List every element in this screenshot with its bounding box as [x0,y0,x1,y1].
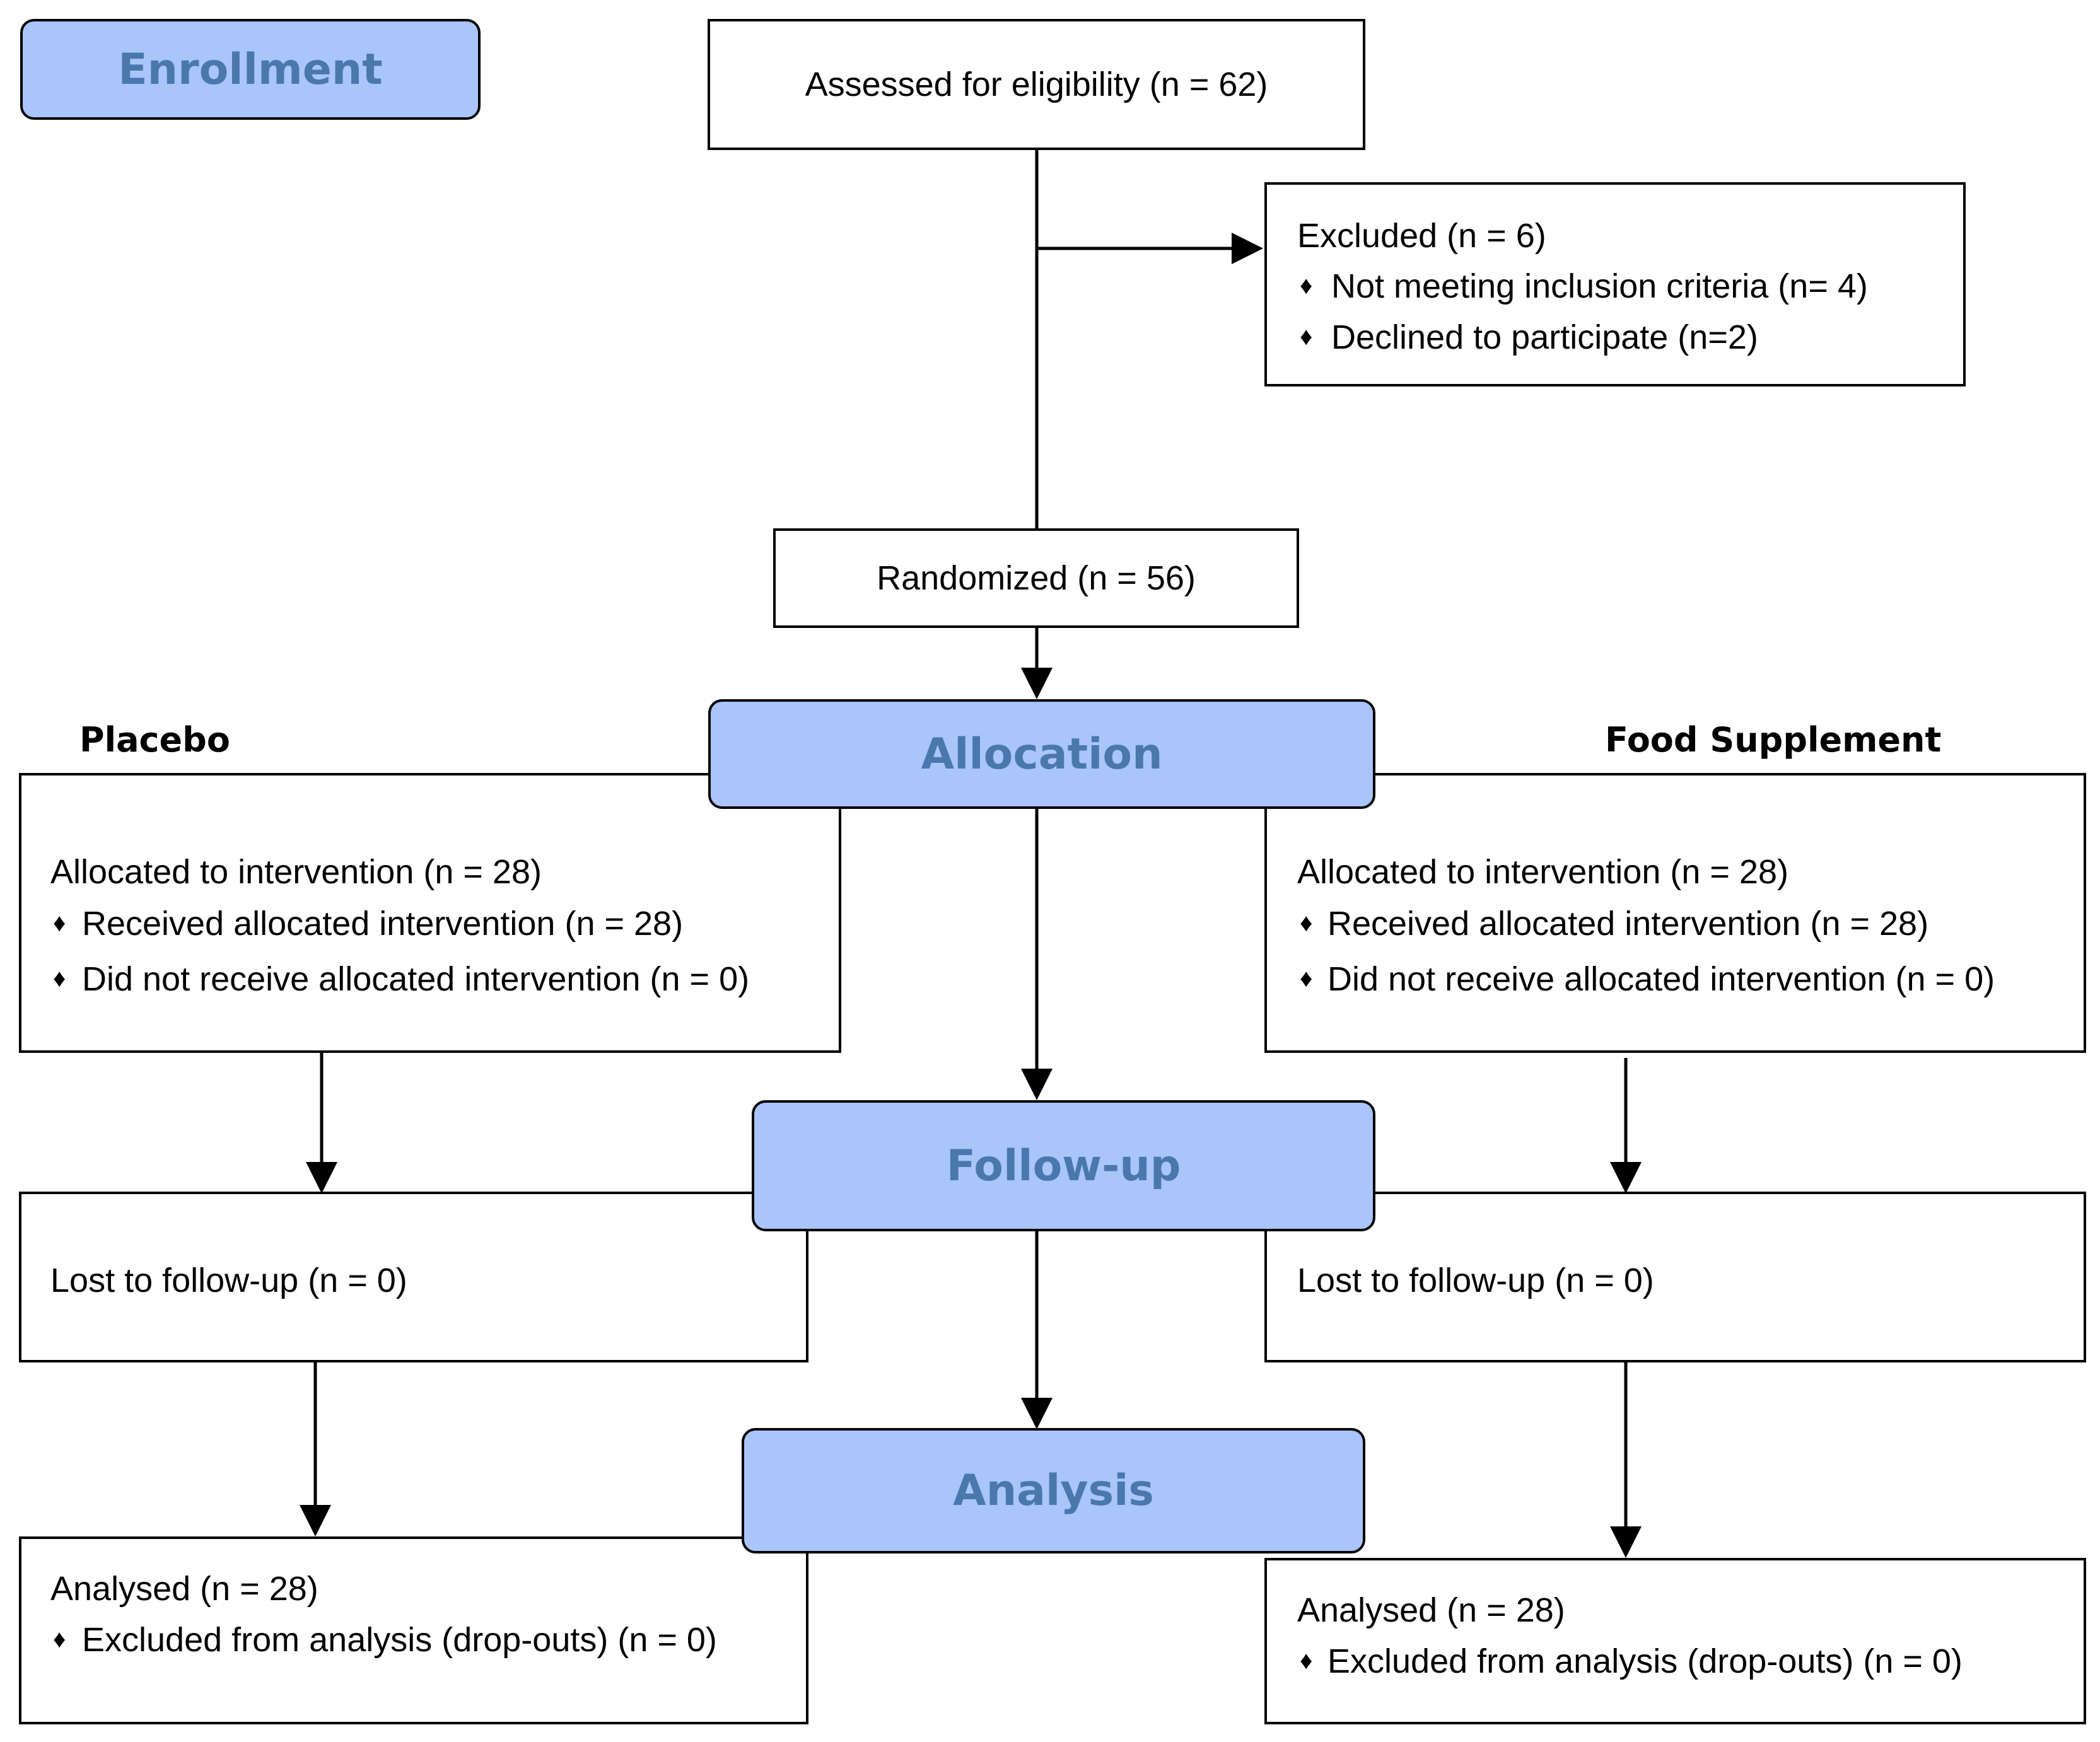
group-label-placebo: Placebo [79,720,230,760]
stage-enrollment-label: Enrollment [118,44,383,95]
stage-enrollment: Enrollment [20,19,481,120]
placebo-follow-up-box: Lost to follow-up (n = 0) [19,1192,808,1362]
supplement-follow-up-text: Lost to follow-up (n = 0) [1297,1262,1654,1299]
randomized-box: Randomized (n = 56) [773,528,1299,628]
supplement-allocation-box: Allocated to intervention (n = 28) ♦ Rec… [1264,773,2086,1053]
placebo-allocation-item: Received allocated intervention (n = 28) [82,905,684,943]
stage-follow-up: Follow-up [752,1100,1375,1231]
stage-allocation: Allocation [708,699,1375,809]
supplement-analysis-box: Analysed (n = 28) ♦ Excluded from analys… [1264,1558,2086,1724]
supplement-follow-up-box: Lost to follow-up (n = 0) [1264,1192,2086,1362]
bullet-icon: ♦ [1300,323,1313,351]
excluded-item: Declined to participate (n=2) [1331,318,1758,356]
bullet-icon: ♦ [53,909,66,937]
excluded-item: Not meeting inclusion criteria (n= 4) [1331,267,1868,305]
supplement-allocation-title: Allocated to intervention (n = 28) [1297,853,1788,891]
bullet-icon: ♦ [1300,909,1313,937]
assessed-text: Assessed for eligibility (n = 62) [805,66,1268,103]
bullet-icon: ♦ [1300,272,1313,299]
stage-follow-up-label: Follow-up [946,1141,1181,1191]
supplement-analysis-item: Excluded from analysis (drop-outs) (n = … [1327,1642,1963,1680]
bullet-icon: ♦ [1300,965,1313,992]
placebo-analysis-box: Analysed (n = 28) ♦ Excluded from analys… [19,1536,808,1724]
placebo-analysis-item: Excluded from analysis (drop-outs) (n = … [82,1621,717,1659]
placebo-allocation-box: Allocated to intervention (n = 28) ♦ Rec… [19,773,841,1053]
assessed-box: Assessed for eligibility (n = 62) [708,19,1365,150]
group-label-food-supplement: Food Supplement [1605,720,1942,760]
excluded-box: Excluded (n = 6) ♦ Not meeting inclusion… [1264,182,1966,386]
bullet-icon: ♦ [1300,1647,1313,1675]
placebo-follow-up-text: Lost to follow-up (n = 0) [50,1262,407,1299]
stage-analysis: Analysis [742,1428,1365,1553]
supplement-allocation-item: Received allocated intervention (n = 28) [1327,905,1929,943]
placebo-allocation-item: Did not receive allocated intervention (… [82,960,750,998]
randomized-text: Randomized (n = 56) [877,559,1196,597]
excluded-title: Excluded (n = 6) [1297,217,1546,255]
placebo-allocation-title: Allocated to intervention (n = 28) [50,853,542,891]
stage-allocation-label: Allocation [921,729,1163,779]
bullet-icon: ♦ [53,965,66,992]
stage-analysis-label: Analysis [953,1466,1154,1516]
bullet-icon: ♦ [53,1625,66,1653]
supplement-analysis-title: Analysed (n = 28) [1297,1591,1565,1629]
supplement-allocation-item: Did not receive allocated intervention (… [1327,960,1995,998]
placebo-analysis-title: Analysed (n = 28) [50,1570,318,1608]
